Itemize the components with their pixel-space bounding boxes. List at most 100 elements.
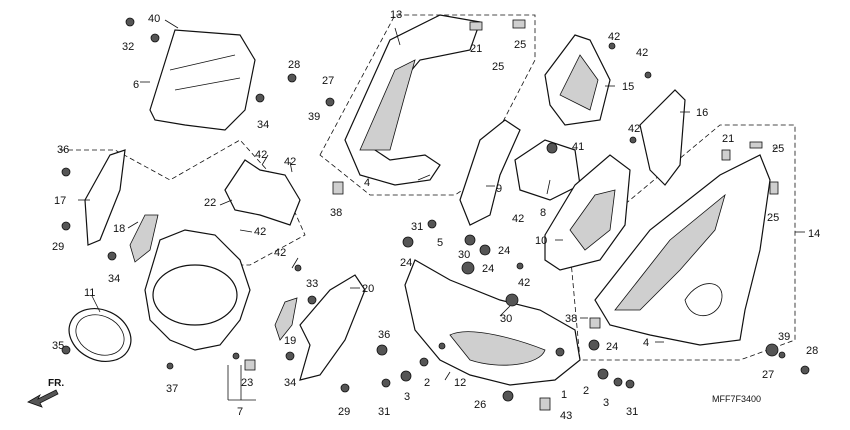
- upper-front-cowl: [344, 14, 481, 186]
- callout-7: 7: [237, 406, 243, 418]
- callout-9: 9: [496, 183, 502, 195]
- leader-lines: [78, 19, 805, 401]
- callout-39-right: 39: [778, 331, 790, 343]
- callout-18: 18: [113, 223, 125, 235]
- callout-4-upper: 4: [364, 177, 370, 189]
- callout-17: 17: [54, 195, 66, 207]
- callout-39-left: 39: [308, 111, 320, 123]
- callout-28-left: 28: [288, 59, 300, 71]
- callout-8: 8: [540, 207, 546, 219]
- callout-38-left: 38: [330, 207, 342, 219]
- callout-26: 26: [474, 399, 486, 411]
- callout-27-left: 27: [322, 75, 334, 87]
- callout-5: 5: [437, 237, 443, 249]
- callout-25-lower: 25: [767, 212, 779, 224]
- callout-2-right: 2: [583, 385, 589, 397]
- callout-33: 33: [306, 278, 318, 290]
- callout-32: 32: [122, 41, 134, 53]
- callout-1: 1: [561, 389, 567, 401]
- side-cowl-vent: [684, 283, 723, 317]
- callout-20: 20: [362, 283, 374, 295]
- inner-panel-left: [459, 119, 521, 226]
- callout-21-right: 21: [722, 133, 734, 145]
- callout-4-lower: 4: [643, 337, 649, 349]
- front-cowl-side-piece: [84, 149, 126, 246]
- callout-37: 37: [166, 383, 178, 395]
- callout-24-center: 24: [498, 245, 510, 257]
- callout-31-upper: 31: [411, 221, 423, 233]
- callout-42-center: 42: [512, 213, 524, 225]
- callout-35: 35: [52, 340, 64, 352]
- callout-36-left: 36: [57, 144, 69, 156]
- callout-19: 19: [284, 335, 296, 347]
- side-cowl-stripe: [614, 193, 726, 311]
- middle-cowl-upper-inner: [559, 54, 599, 111]
- callout-3-left: 3: [404, 391, 410, 403]
- callout-42-top: 42: [608, 31, 620, 43]
- callout-36-center: 36: [378, 329, 390, 341]
- upper-front-cowl-inner: [359, 59, 416, 151]
- callout-21-top: 21: [470, 43, 482, 55]
- callout-29-bottom: 29: [338, 406, 350, 418]
- callout-23: 23: [241, 377, 253, 389]
- callout-34-left: 34: [108, 273, 120, 285]
- callout-30-lower: 30: [500, 313, 512, 325]
- callout-31-bottom-right: 31: [626, 406, 638, 418]
- callout-42-cowl: 42: [254, 226, 266, 238]
- headlight-bezel: [68, 308, 132, 362]
- callout-42-side: 42: [274, 247, 286, 259]
- middle-cowl-lower: [639, 89, 686, 186]
- headlight-opening: [152, 264, 238, 326]
- callout-24-left: 24: [400, 257, 412, 269]
- callout-2-left: 2: [424, 377, 430, 389]
- callout-38-right: 38: [565, 313, 577, 325]
- callout-22: 22: [204, 197, 216, 209]
- callout-43: 43: [560, 410, 572, 422]
- callout-42-mid: 42: [628, 123, 640, 135]
- bracket-22: [224, 159, 301, 226]
- front-direction-label: FR.: [48, 378, 64, 389]
- callout-42-right: 42: [636, 47, 648, 59]
- callout-34-top: 34: [257, 119, 269, 131]
- callout-16: 16: [696, 107, 708, 119]
- inner-panel-right-detail: [569, 189, 616, 251]
- lower-cowl-opening: [449, 331, 546, 366]
- callout-24-mid: 24: [482, 263, 494, 275]
- callout-25-top: 25: [492, 61, 504, 73]
- callout-27-right: 27: [762, 369, 774, 381]
- callout-12: 12: [454, 377, 466, 389]
- windscreen-reflection-2: [174, 77, 241, 91]
- windscreen-reflection: [169, 54, 236, 71]
- callout-3-right: 3: [603, 397, 609, 409]
- windscreen: [149, 29, 256, 131]
- callout-10: 10: [535, 235, 547, 247]
- callout-34-bottom: 34: [284, 377, 296, 389]
- callout-numbers: 40 32 6 28 27 39 34 13 21 25 25 42 42 15…: [52, 9, 820, 422]
- callout-28-right: 28: [806, 345, 818, 357]
- callout-42-lower: 42: [518, 277, 530, 289]
- callout-11: 11: [84, 287, 95, 299]
- front-mark-emblem: [129, 214, 159, 263]
- callout-30-upper: 30: [458, 249, 470, 261]
- callout-6: 6: [133, 79, 139, 91]
- callout-13: 13: [390, 9, 402, 21]
- callout-42-bracket-a: 42: [255, 149, 267, 161]
- fastener-markers: [61, 17, 810, 411]
- drawing-code: MFF7F3400: [712, 394, 761, 404]
- side-panel-20: [299, 274, 366, 381]
- callout-41: 41: [572, 141, 584, 153]
- panel-19-emblem: [274, 297, 298, 341]
- callout-14: 14: [808, 228, 820, 240]
- callout-15: 15: [622, 81, 634, 93]
- callout-40: 40: [148, 13, 160, 25]
- callout-24-right: 24: [606, 341, 618, 353]
- front-direction-arrow: [27, 389, 59, 408]
- headlight-bezel-inner: [75, 314, 125, 356]
- callout-25-right: 25: [772, 143, 784, 155]
- callout-31-bottom-left: 31: [378, 406, 390, 418]
- callout-25-top-right: 25: [514, 39, 526, 51]
- callout-29-left: 29: [52, 241, 64, 253]
- lower-cowl: [404, 259, 581, 386]
